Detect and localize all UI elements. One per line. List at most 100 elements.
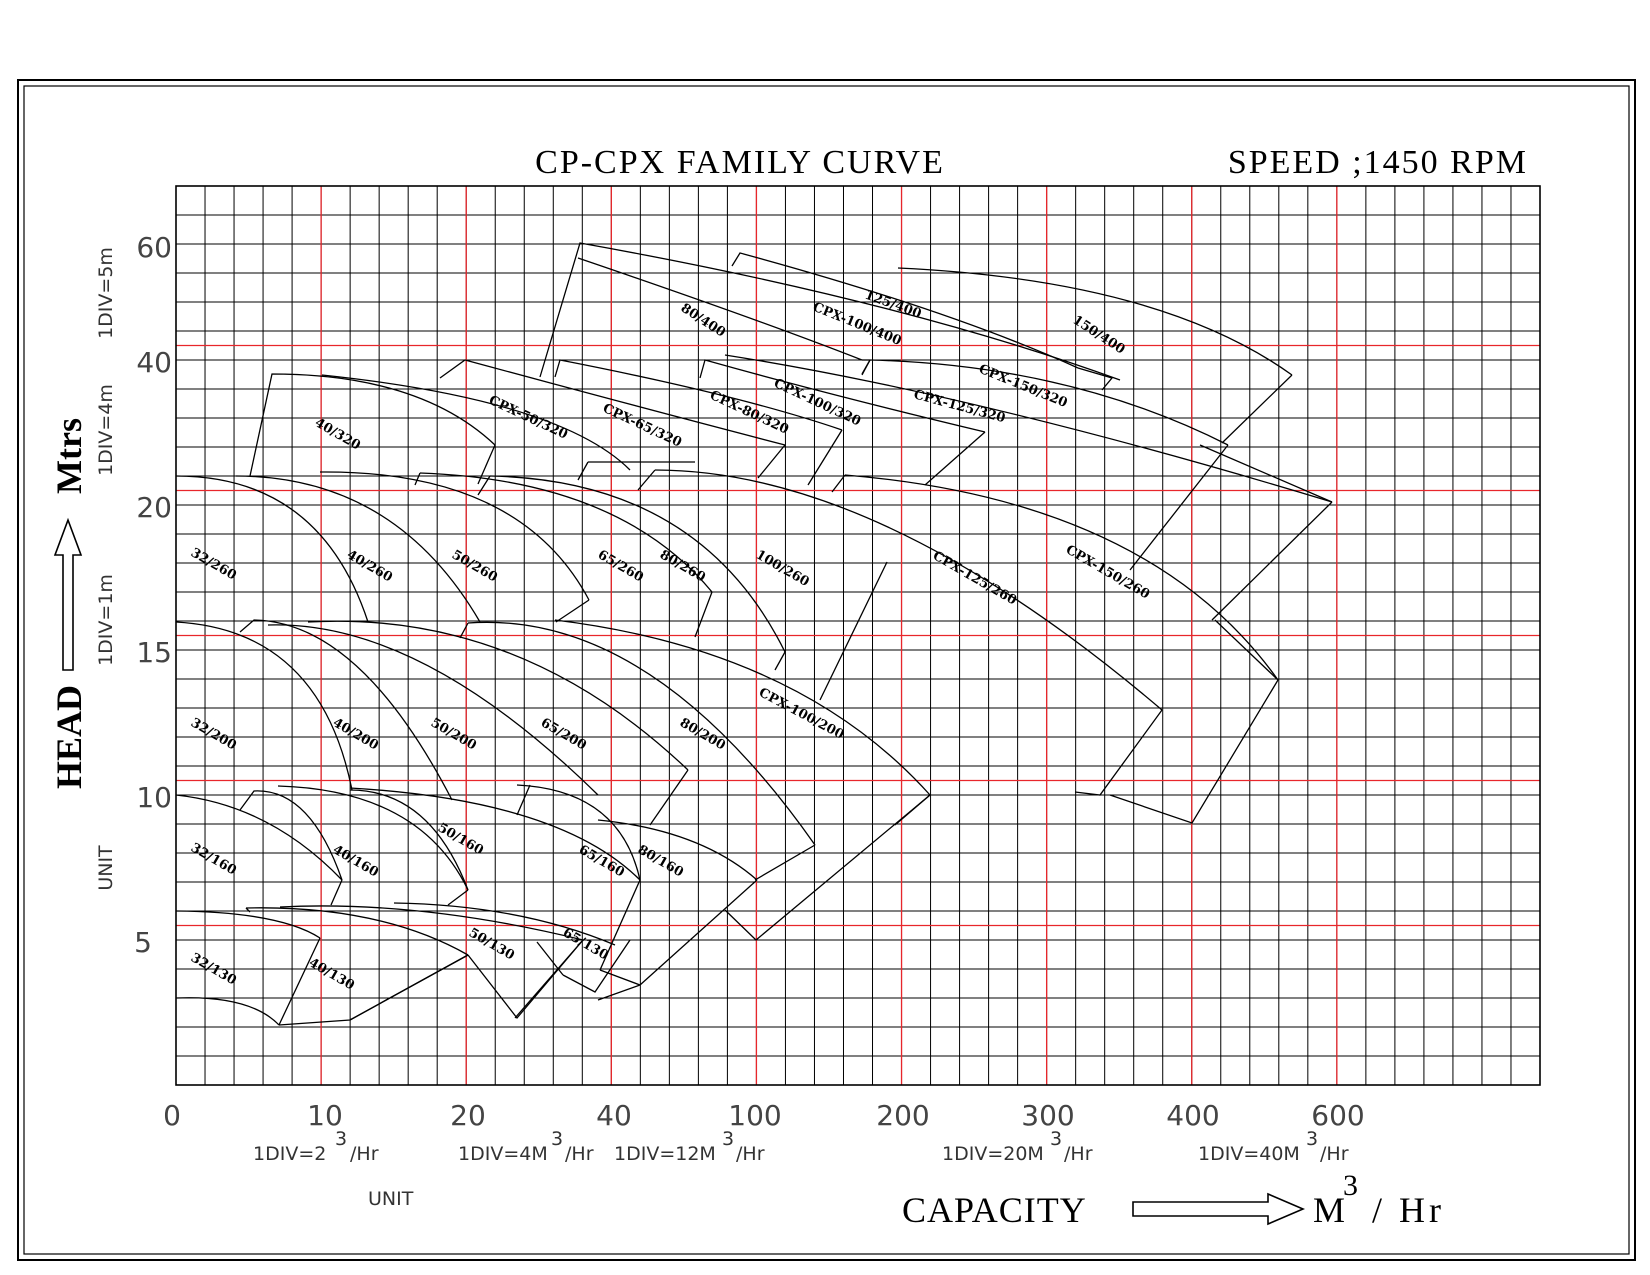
pump-curve	[577, 257, 863, 361]
x-tick: 300	[1021, 1099, 1074, 1132]
pump-curve	[562, 939, 631, 993]
y-tick: 20	[136, 491, 172, 524]
pump-curve	[175, 794, 343, 881]
pump-curve	[175, 621, 353, 791]
pump-curves	[175, 242, 1333, 1026]
pump-curve	[393, 902, 616, 946]
right-arrow-icon	[1132, 1192, 1306, 1226]
y-axis-unit: Mtrs	[49, 418, 89, 494]
pump-curve	[349, 954, 469, 1021]
speed-label: SPEED ;1450 RPM	[1228, 144, 1528, 181]
pump-curve	[279, 905, 584, 941]
pump-curve	[924, 431, 986, 486]
curve-label: 80/400	[678, 301, 728, 341]
x-unit-exp: 3	[722, 1128, 734, 1150]
pump-curve	[477, 444, 496, 485]
pump-curve	[554, 359, 843, 431]
pump-curve	[459, 622, 469, 639]
curve-label: 150/400	[1070, 313, 1128, 358]
curve-label: 65/260	[595, 547, 646, 585]
inner-frame	[23, 85, 1630, 1255]
plot-border	[175, 185, 1541, 1086]
x-unit: /Hr	[1320, 1143, 1349, 1165]
x-tick: 40	[596, 1099, 632, 1132]
curve-label: 32/160	[188, 840, 239, 878]
y-tick: 5	[134, 926, 152, 959]
x-tick: 400	[1166, 1099, 1219, 1132]
pump-curve	[757, 444, 786, 479]
curve-label: 80/200	[677, 715, 728, 753]
x-unit-exp: 3	[1306, 1128, 1318, 1150]
x-unit-labels: 1DIV=2 3 /Hr 1DIV=4M 3 /Hr 1DIV=12M 3 /H…	[253, 1128, 1349, 1210]
y-unit-caption: UNIT	[95, 845, 117, 891]
x-unit-exp: 3	[335, 1128, 347, 1150]
x-axis-label: CAPACITY	[902, 1190, 1087, 1230]
x-tick: 0	[163, 1099, 181, 1132]
pump-curve	[819, 561, 888, 701]
curve-label: 50/130	[466, 925, 517, 963]
pump-curve	[599, 879, 641, 971]
pump-curve	[307, 620, 689, 771]
pump-curve	[439, 359, 786, 446]
pump-curve	[555, 591, 786, 671]
x-unit: 1DIV=20M	[942, 1143, 1044, 1165]
pump-curve	[1211, 501, 1333, 621]
pump-curve	[419, 472, 713, 593]
y-tick: 40	[136, 346, 172, 379]
up-arrow-icon	[53, 517, 83, 671]
pump-curve	[536, 941, 564, 976]
pump-curve	[414, 461, 589, 496]
pump-curve	[724, 354, 1333, 503]
pump-curve	[1221, 374, 1293, 444]
pump-curve	[724, 794, 931, 941]
x-unit: /Hr	[1064, 1143, 1093, 1165]
curve-label: CPX-65/320	[600, 401, 683, 451]
x-tick-labels: 0 10 20 40 100 200 300 400 600	[163, 1099, 1365, 1132]
x-unit: /Hr	[736, 1143, 765, 1165]
x-unit-exp: 3	[1050, 1128, 1062, 1150]
x-unit: 1DIV=40M	[1198, 1143, 1300, 1165]
pump-curve	[1129, 444, 1229, 571]
y-tick: 15	[136, 636, 172, 669]
pump-curve	[869, 359, 1229, 446]
pump-curve	[319, 471, 590, 601]
pump-curve	[1199, 444, 1333, 503]
x-axis-unit-rest: / Hr	[1372, 1190, 1445, 1230]
curve-label: 40/130	[306, 955, 357, 993]
x-tick: 600	[1311, 1099, 1364, 1132]
pump-curve	[514, 939, 584, 1019]
x-axis-title: CAPACITY M 3 / Hr	[902, 1169, 1445, 1230]
pump-curve	[516, 784, 641, 881]
curve-label: 32/200	[188, 715, 239, 753]
y-axis-label: HEAD	[49, 685, 89, 789]
curve-label: 125/400	[863, 288, 924, 322]
pump-curve	[175, 910, 321, 939]
pump-curve	[239, 619, 453, 801]
x-tick: 20	[450, 1099, 486, 1132]
curve-label: 100/260	[753, 547, 812, 590]
pump-curve	[894, 794, 931, 826]
pump-curve	[175, 997, 280, 1026]
pump-curve	[588, 461, 846, 493]
pump-curve	[467, 621, 816, 846]
pump-curve	[1077, 367, 1114, 391]
outer-frame	[17, 79, 1636, 1261]
pump-curve	[597, 984, 641, 1001]
y-unit: 1DIV=5m	[95, 247, 117, 339]
pump-curve	[807, 429, 843, 486]
pump-curve	[249, 373, 496, 477]
pump-curve	[245, 907, 251, 913]
y-axis-title: HEAD Mtrs	[49, 418, 89, 789]
pump-curve	[1109, 679, 1279, 824]
x-unit-exp: 3	[551, 1128, 563, 1150]
pump-curve	[639, 879, 758, 986]
y-tick-labels: 60 40 20 15 10 5	[134, 231, 172, 959]
x-unit: /Hr	[350, 1143, 379, 1165]
pump-curve	[321, 374, 631, 471]
x-tick: 10	[307, 1099, 343, 1132]
x-unit: 1DIV=2	[253, 1143, 326, 1165]
pump-curve	[489, 475, 786, 653]
pump-curve	[897, 267, 1293, 376]
